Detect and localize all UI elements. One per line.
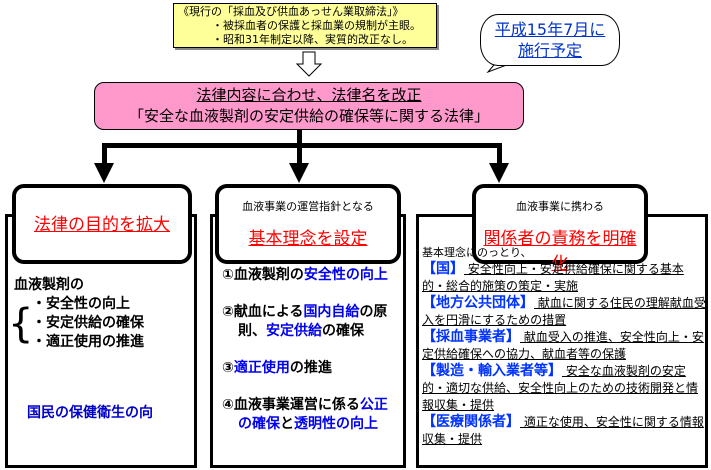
panel-principles-header: 血液事業の運営指針となる 基本理念を設定: [215, 184, 401, 264]
principle-text: 則、: [238, 323, 266, 339]
principle-text: ④血液事業運営に係る: [222, 397, 360, 413]
law-rename-box: 法律内容に合わせ、法律名を改正 「安全な血液製剤の安定供給の確保等に関する法律」: [94, 82, 524, 130]
principle-keyword: 適正使用: [233, 360, 290, 376]
panel-title: 法律の目的を拡大: [34, 215, 170, 235]
role-item: 【地方公共団体】 献血に関する住民の理解献血受入を円滑にするための措置: [422, 295, 706, 329]
principle-item: ①血液製剤の安全性の向上: [222, 266, 402, 285]
principle-keyword: 透明性の向上: [294, 416, 378, 432]
panel-responsibilities-header: 血液事業に携わる 関係者の責務を明確化: [472, 184, 648, 274]
principle-keyword: 国内自給: [303, 304, 360, 320]
role-tag: 【製造・輸入業者等】: [422, 363, 562, 379]
role-duty: 安全性向上・安定供給確保に関する基本的・総合的施策の策定・実施: [422, 262, 684, 293]
purpose-content: 血液製剤の ・安全性の向上 ・安定供給の確保 ・適正使用の推進: [14, 276, 144, 352]
principle-text: の確保: [322, 323, 364, 339]
purpose-item: ・安全性の向上: [32, 296, 130, 312]
purpose-item: ・適正使用の推進: [32, 334, 144, 350]
principle-item: ④血液事業運営に係る公正の確保と透明性の向上: [222, 396, 402, 434]
role-item: 【採血事業者】 献血受入の推進、安全性向上・安定供給確保への協力、献血者等の保護: [422, 329, 706, 363]
panel-title: 関係者の責務を明確化: [483, 229, 637, 274]
responsibilities-list: 基本理念にのっとり、 【国】 安全性向上・安定供給確保に関する基本的・総合的施策…: [422, 244, 706, 448]
role-duty: 献血に関する住民の理解献血受入を円滑にするための措置: [422, 296, 706, 327]
hollow-arrow-down-icon: [295, 51, 323, 77]
role-item: 【医療関係者】 適正な使用、安全性に関する情報収集・提供: [422, 414, 706, 448]
principle-keyword: 安定供給: [266, 323, 322, 339]
principle-item: ③適正使用の推進: [222, 359, 402, 378]
bubble-line: 平成15年7月に: [494, 20, 606, 39]
current-law-note: 《現行の「採血及び供血あっせん業取締法」》 ・被採血者の保護と採血業の規制が主眼…: [173, 3, 437, 48]
principle-item: ②献血による国内自給の原則、安定供給の確保: [222, 303, 402, 341]
role-item: 【国】 安全性向上・安定供給確保に関する基本的・総合的施策の策定・実施: [422, 261, 706, 295]
role-tag: 【地方公共団体】: [422, 295, 534, 311]
principle-text: の推進: [289, 360, 332, 376]
panel-subtitle: 血液事業に携わる: [516, 200, 604, 213]
role-tag: 【医療関係者】: [422, 414, 520, 430]
arrow-center-icon: [289, 163, 309, 183]
principle-keyword: の確保: [238, 416, 280, 432]
note-line: ・被採血者の保護と採血業の規制が主眼。: [212, 19, 421, 32]
bubble-line: 施行予定: [517, 41, 582, 60]
principle-text: ②献血による: [222, 304, 304, 320]
note-title: 《現行の「採血及び供血あっせん業取締法」》: [178, 5, 404, 18]
role-duty: 適正な使用、安全性に関する情報収集・提供: [422, 415, 704, 446]
note-line: ・昭和31年制定以降、実質的改正なし。: [212, 33, 413, 46]
principle-keyword: 公正: [359, 397, 388, 413]
role-item: 【製造・輸入業者等】 安全な血液製剤の安定的・適切な供給、安全性向上のための技術…: [422, 363, 706, 414]
arrow-right-icon: [489, 163, 509, 183]
purpose-result: 国民の保健衛生の向: [27, 405, 153, 421]
rename-heading: 法律内容に合わせ、法律名を改正: [196, 86, 422, 104]
panel-purpose-header: 法律の目的を拡大: [12, 184, 192, 264]
brace-icon: {: [8, 301, 34, 347]
principle-text: ③: [222, 360, 234, 376]
purpose-item: ・安定供給の確保: [32, 315, 144, 331]
enforcement-date-bubble: 平成15年7月に 施行予定: [480, 14, 620, 66]
panel-title: 基本理念を設定: [248, 229, 368, 249]
role-tag: 【国】: [422, 261, 464, 277]
principle-keyword: 安全性の向上: [303, 267, 388, 283]
role-duty: 安全な血液製剤の安定的・適切な供給、安全性向上のための技術開発と情報収集・提供: [422, 364, 699, 412]
trunk-line: [297, 130, 302, 146]
role-duty: 献血受入の推進、安全性向上・安定供給確保への協力、献血者等の保護: [422, 330, 704, 361]
responsibilities-intro: 基本理念にのっとり、: [422, 246, 532, 259]
principle-text: ①血液製剤の: [222, 267, 304, 283]
principle-text: と: [280, 416, 294, 432]
role-tag: 【採血事業者】: [422, 329, 520, 345]
arrow-left-icon: [94, 163, 114, 183]
purpose-lead: 血液製剤の: [14, 277, 84, 293]
principle-text: の原: [359, 304, 388, 320]
panel-subtitle: 血液事業の運営指針となる: [242, 200, 374, 213]
new-law-name: 「安全な血液製剤の安定供給の確保等に関する法律」: [128, 107, 489, 125]
